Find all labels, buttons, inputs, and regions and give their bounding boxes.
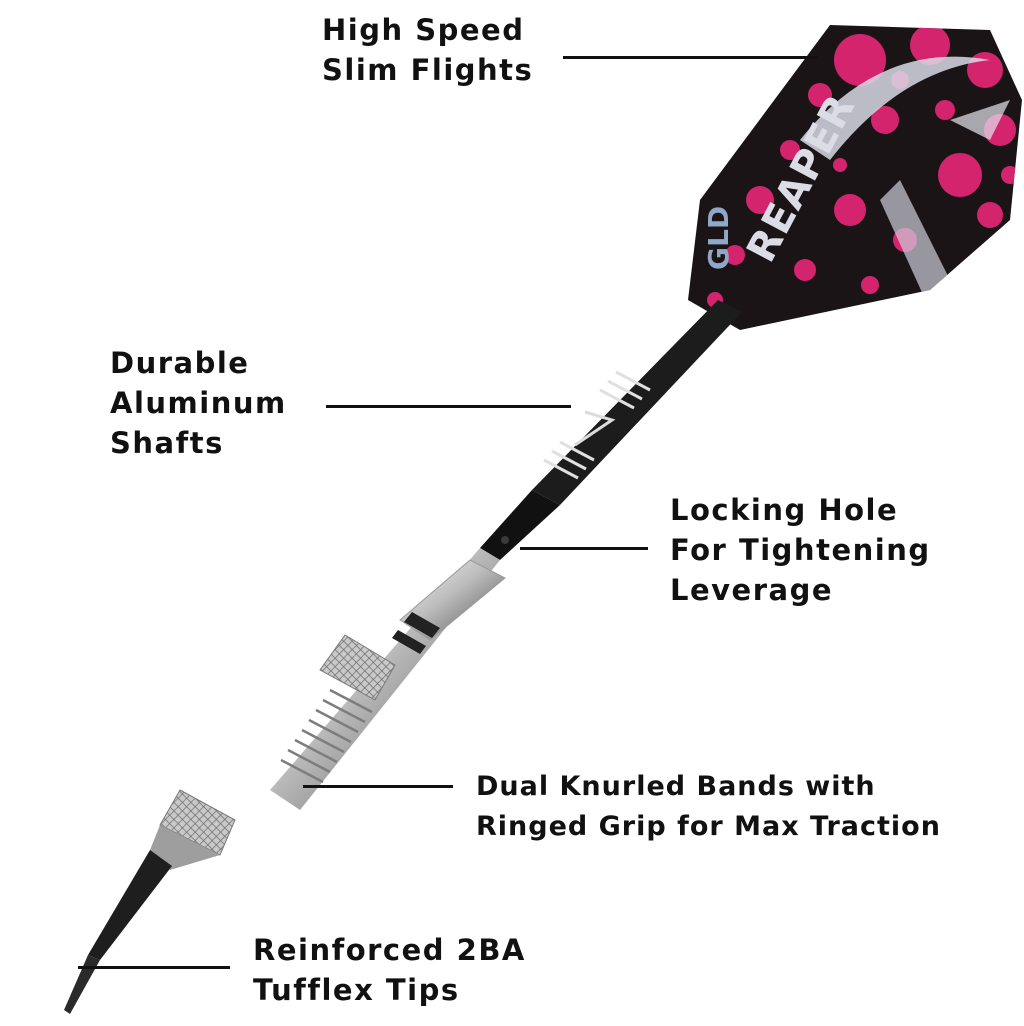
callout-locking-hole: Locking Hole For Tightening Leverage — [670, 490, 931, 610]
callout-barrel-grip-line-2: Ringed Grip for Max Traction — [476, 811, 941, 842]
callout-barrel-grip: Dual Knurled Bands with Ringed Grip for … — [476, 767, 941, 847]
callout-shafts: Durable Aluminum Shafts — [110, 343, 287, 463]
callout-locking-hole-line-3: Leverage — [670, 573, 834, 607]
leader-line-locking-hole — [520, 547, 648, 550]
leader-line-barrel-grip — [303, 785, 453, 788]
leader-line-tips — [78, 966, 230, 969]
flight-logo: GLD — [702, 206, 735, 270]
callout-tips-line-2: Tufflex Tips — [253, 973, 460, 1007]
callout-shafts-line-1: Durable — [110, 346, 250, 380]
callout-locking-hole-line-2: For Tightening — [670, 533, 931, 567]
callout-shafts-line-2: Aluminum — [110, 386, 287, 420]
callout-shafts-line-3: Shafts — [110, 426, 224, 460]
shaft — [480, 300, 742, 560]
flight: REAPER GLD — [688, 25, 1022, 330]
callout-flights-line-2: Slim Flights — [322, 53, 534, 87]
callout-flights-line-1: High Speed — [322, 13, 525, 47]
callout-tips-line-1: Reinforced 2BA — [253, 933, 526, 967]
barrel — [150, 548, 506, 870]
locking-hole — [501, 536, 509, 544]
tip — [64, 850, 172, 1014]
callout-tips: Reinforced 2BA Tufflex Tips — [253, 930, 526, 1010]
leader-line-flights — [563, 56, 818, 59]
callout-locking-hole-line-1: Locking Hole — [670, 493, 899, 527]
callout-barrel-grip-line-1: Dual Knurled Bands with — [476, 771, 876, 802]
callout-flights: High Speed Slim Flights — [322, 10, 533, 90]
leader-line-shafts — [326, 405, 571, 408]
